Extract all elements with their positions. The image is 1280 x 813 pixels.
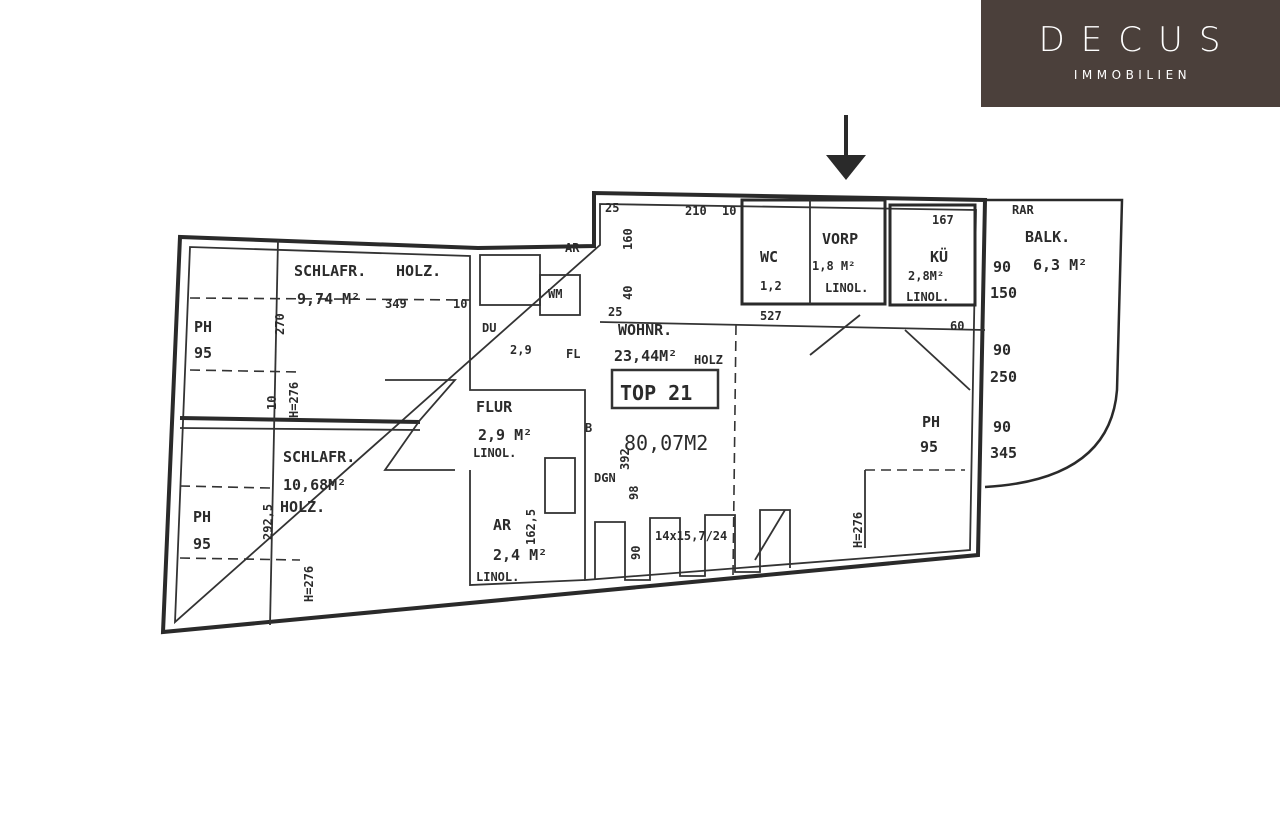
bedroom-divider-wall <box>179 416 421 424</box>
hall-name: FLUR <box>476 398 513 416</box>
stove <box>544 457 576 514</box>
dim-40: 40 <box>621 286 635 300</box>
window-ph-label: PH <box>193 508 211 526</box>
dim-167: 167 <box>932 213 954 227</box>
ar-top-label: AR <box>565 241 580 255</box>
hall-area: 2,9 M² <box>478 426 532 444</box>
washing-machine <box>539 274 581 316</box>
height-276: H=276 <box>287 382 301 418</box>
window-ph-label: PH <box>922 413 940 431</box>
height-276: H=276 <box>851 512 865 548</box>
living-name: WOHNR. <box>618 321 672 339</box>
dim-527: 527 <box>760 309 782 323</box>
window-line <box>189 297 471 301</box>
window-height: 250 <box>990 368 1017 386</box>
dim-10: 10 <box>722 204 736 218</box>
storage-floor: LINOL. <box>476 570 519 584</box>
window-ph-value: 95 <box>193 535 211 553</box>
dim-10: 10 <box>265 396 279 410</box>
unit-label-box <box>610 368 720 410</box>
height-276: H=276 <box>302 566 316 602</box>
bed2-name: SCHLAFR. <box>283 448 355 466</box>
kitchen-walls <box>888 203 977 307</box>
stairs <box>594 509 791 581</box>
door-b: B <box>585 421 592 435</box>
logo-brand: DECUS <box>1038 20 1237 60</box>
living-floor: HOLZ <box>694 353 723 367</box>
bed2-floor: HOLZ. <box>280 498 325 516</box>
door-swing <box>904 329 971 391</box>
dim-25: 25 <box>605 201 619 215</box>
dim-392: 392 <box>618 448 632 470</box>
window-line <box>179 485 271 489</box>
balcony-outline <box>984 198 1124 489</box>
dim-line <box>599 321 986 331</box>
rar-label: RAR <box>1012 203 1034 217</box>
unit-label: TOP 21 <box>620 381 692 405</box>
window-line <box>179 557 301 561</box>
dim-25: 25 <box>608 305 622 319</box>
window-ph-label: PH <box>194 318 212 336</box>
decus-logo: DECUS IMMOBILIEN <box>981 0 1280 107</box>
door-swing <box>383 379 457 471</box>
window-ph-value: 95 <box>194 344 212 362</box>
outer-wall <box>160 190 988 635</box>
bed1-name: SCHLAFR. <box>294 262 366 280</box>
window-line <box>189 369 301 373</box>
bed2-area: 10,68M² <box>283 476 346 494</box>
door-swing <box>469 470 586 586</box>
vorp-name: VORP <box>822 230 858 248</box>
window-ph-value: 95 <box>920 438 938 456</box>
wc-walls <box>740 198 887 306</box>
wc-name: WC <box>760 248 778 266</box>
bed1-floor: HOLZ. <box>396 262 441 280</box>
dim-98: 98 <box>627 486 641 500</box>
dgn-label: DGN <box>594 471 616 485</box>
kitchen-area: 2,8M² <box>908 269 944 283</box>
kitchen-name: KÜ <box>930 247 948 266</box>
window-height: 150 <box>990 284 1017 302</box>
shower-name: DU <box>482 321 496 335</box>
window-width: 90 <box>993 418 1011 436</box>
hall-floor: LINOL. <box>473 446 516 460</box>
stairs-arrow <box>754 509 786 561</box>
living-area: 23,44M² <box>614 347 677 365</box>
wc-area: 1,2 <box>760 279 782 293</box>
dim-160: 160 <box>621 228 635 250</box>
dim-210: 210 <box>685 204 707 218</box>
bedroom-divider-wall-2 <box>179 427 421 431</box>
logo-subtitle: IMMOBILIEN <box>1073 68 1192 82</box>
fl-label: FL <box>566 347 580 361</box>
dim-90: 90 <box>629 546 643 560</box>
dim-60: 60 <box>950 319 964 333</box>
window-height: 345 <box>990 444 1017 462</box>
window-width: 90 <box>993 258 1011 276</box>
vorp-floor: LINOL. <box>825 281 868 295</box>
shower <box>479 254 541 306</box>
storage-name: AR <box>493 516 512 534</box>
door-swing <box>809 314 861 356</box>
storage-area: 2,4 M² <box>493 546 547 564</box>
vorp-area: 1,8 M² <box>812 259 855 273</box>
balcony-name: BALK. <box>1025 228 1070 246</box>
window-width: 90 <box>993 341 1011 359</box>
total-area: 80,07M2 <box>624 431 708 455</box>
kitchen-floor: LINOL. <box>906 290 949 304</box>
opening-line <box>732 324 737 576</box>
bed1-area: 9,74 M² <box>297 290 360 308</box>
entrance-arrow-head <box>826 155 866 180</box>
balcony-area: 6,3 M² <box>1033 256 1087 274</box>
shower-area: 2,9 <box>510 343 532 357</box>
dim-349: 349 <box>385 297 407 311</box>
dim-line <box>269 239 279 626</box>
stairs-dim: 14x15,7/24 <box>655 529 727 543</box>
dim-270: 270 <box>273 313 287 335</box>
dim-162-5: 162,5 <box>524 509 538 545</box>
wm-label: WM <box>548 287 562 301</box>
dim-10: 10 <box>453 297 467 311</box>
dim-292-5: 292,5 <box>261 504 275 540</box>
